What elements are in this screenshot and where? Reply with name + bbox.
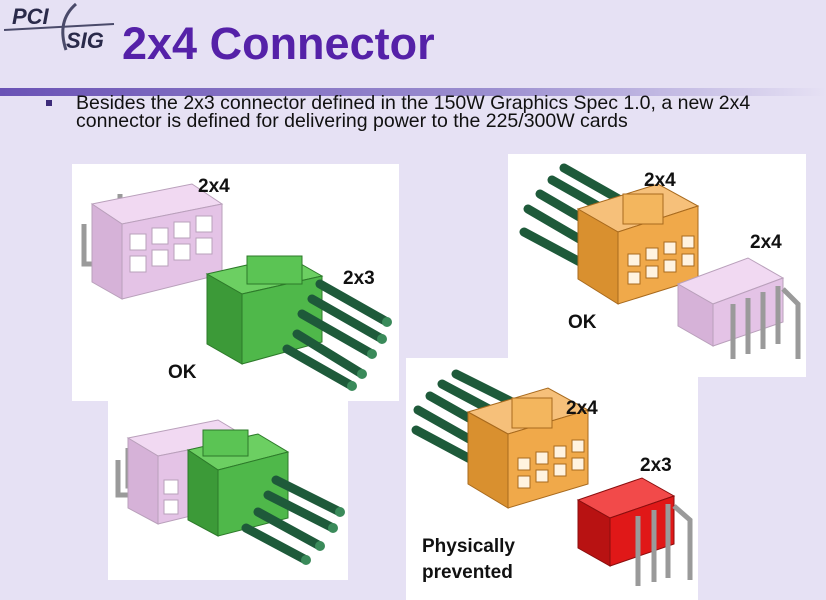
image-2x4-with-2x3-separated: 2x4 2x3 OK [72, 164, 399, 401]
image-2x3-mated-in-2x4-header [108, 400, 348, 580]
bullet-marker [46, 100, 52, 106]
label-2x4: 2x4 [198, 176, 230, 197]
status-line-2: prevented [422, 562, 513, 583]
status-line-1: Physically [422, 536, 515, 557]
label-2x4: 2x4 [566, 398, 598, 419]
label-2x4-header: 2x4 [750, 232, 782, 253]
label-2x4-plug: 2x4 [644, 170, 676, 191]
label-2x3: 2x3 [343, 268, 375, 289]
slide-title: 2x4 Connector [122, 18, 435, 69]
bullet-text: Besides the 2x3 connector defined in the… [76, 92, 751, 132]
status-prevented: Physically prevented [422, 534, 515, 586]
image-2x4-plug-with-2x4-header: 2x4 2x4 OK [508, 154, 806, 377]
logo-text-pci: PCI [12, 4, 50, 29]
status-ok: OK [168, 362, 197, 383]
image-2x4-plug-with-2x3-header-prevented: 2x4 2x3 Physically prevented [406, 358, 698, 600]
logo-text-sig: SIG [66, 28, 104, 52]
status-ok: OK [568, 312, 597, 333]
title-rule [0, 84, 826, 96]
label-2x3: 2x3 [640, 455, 672, 476]
pci-sig-logo: PCI SIG [3, 2, 116, 53]
